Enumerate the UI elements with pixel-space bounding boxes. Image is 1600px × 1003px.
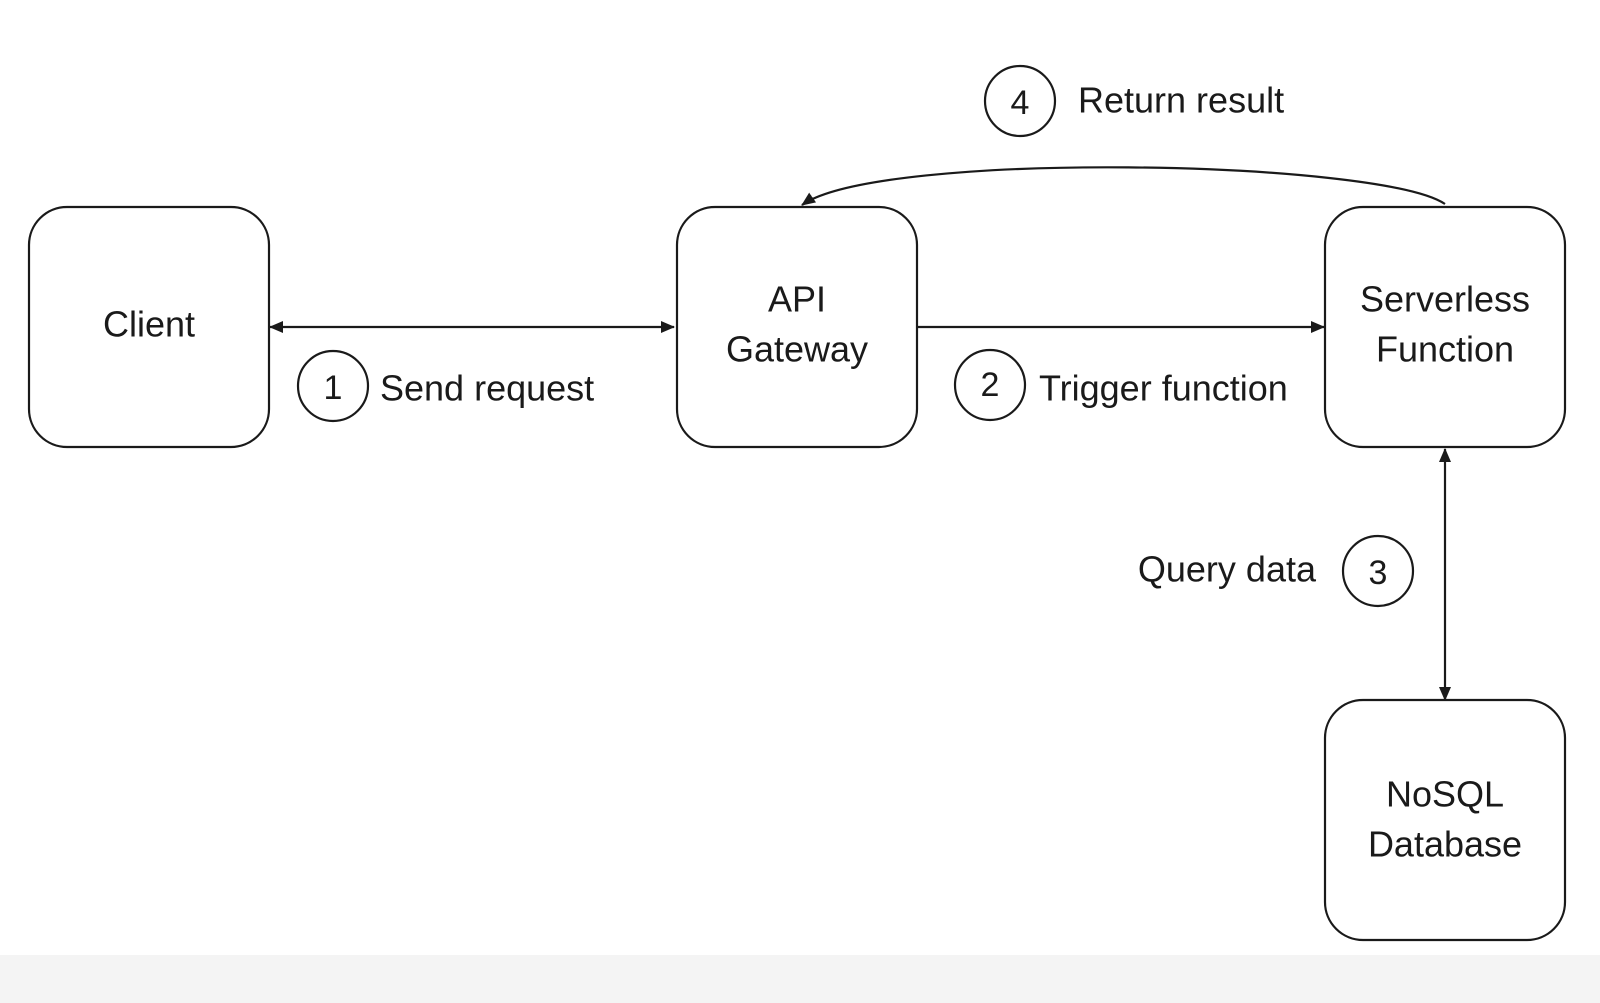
node-nosql-database-box [1323,698,1567,942]
step-4-label: Return result [1078,80,1284,121]
step-return-result: 4 Return result [983,64,1284,138]
step-4-badge [983,64,1057,138]
edge-serverless-return-api-gateway [801,166,1446,206]
node-serverless-function: Serverless Function [1323,205,1567,449]
step-1-number: 1 [324,369,343,407]
step-1-badge [296,349,370,423]
bottom-strip [0,955,1600,1003]
step-3-badge [1341,534,1415,608]
node-client-label: Client [103,304,195,345]
node-serverless-function-box [1323,205,1567,449]
step-3-label: Query data [1138,549,1317,590]
step-2-number: 2 [981,366,1000,404]
node-serverless-function-label-line-1: Serverless [1360,279,1530,320]
step-send-request: 1 Send request [296,349,594,423]
node-client-box [27,205,271,449]
node-api-gateway-box [675,205,919,449]
node-api-gateway: API Gateway [675,205,919,449]
node-api-gateway-label-line-2: Gateway [726,329,868,370]
step-query-data: Query data 3 [1138,534,1415,608]
step-2-badge [953,348,1027,422]
step-trigger-function: 2 Trigger function [953,348,1288,422]
node-nosql-database-label-line-2: Database [1368,824,1522,865]
step-4-number: 4 [1011,84,1030,122]
node-nosql-database-label-line-1: NoSQL [1386,774,1504,815]
node-nosql-database: NoSQL Database [1323,698,1567,942]
node-serverless-function-label-line-2: Function [1376,329,1514,370]
node-api-gateway-label-line-1: API [768,279,826,320]
step-2-label: Trigger function [1039,368,1288,409]
step-3-number: 3 [1369,554,1388,592]
node-client: Client [27,205,271,449]
step-1-label: Send request [380,368,594,409]
